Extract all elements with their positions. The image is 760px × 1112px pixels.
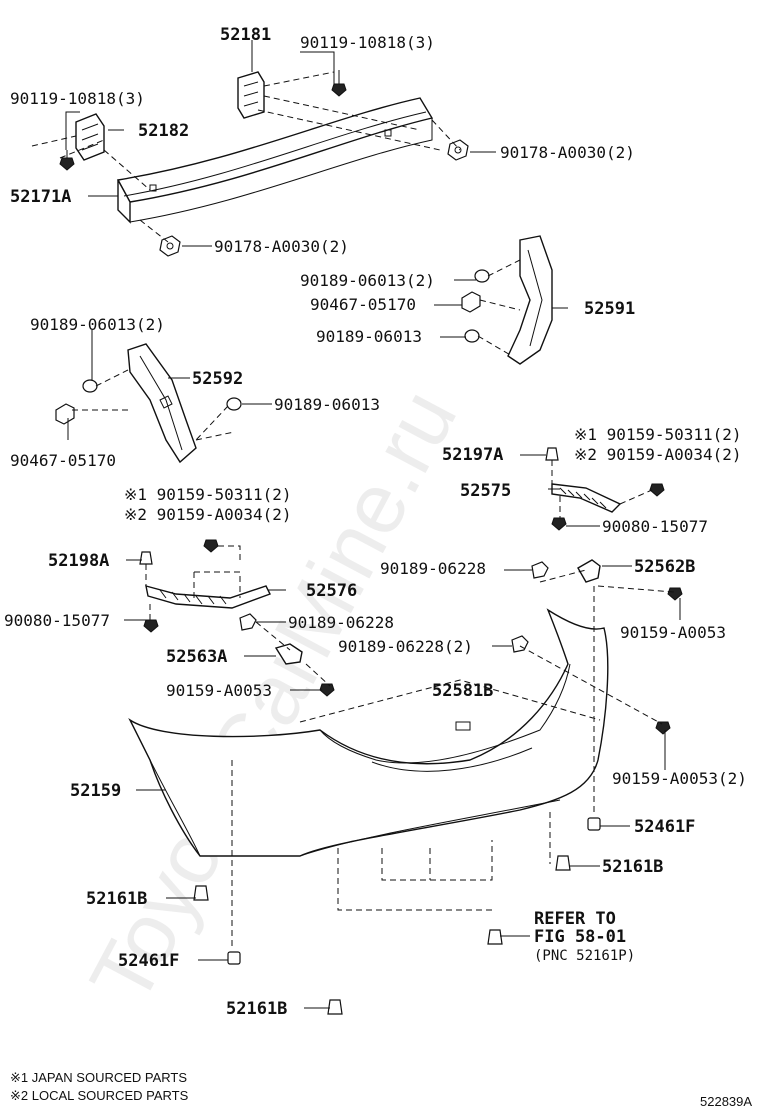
bolt-90119-left [59, 150, 75, 171]
clip-52161B-right [555, 855, 571, 871]
label-52197A: 52197A [442, 445, 503, 465]
label-52159: 52159 [70, 781, 121, 801]
bumper-reinforcement-beam [116, 97, 434, 224]
figure-code: 522839A [700, 1094, 752, 1109]
label-90159-A0053-left: 90159-A0053 [166, 681, 272, 700]
clip-90189-06228-left [239, 613, 257, 631]
label-52592: 52592 [192, 369, 243, 389]
label-90159-50311-left: ※1 90159-50311(2) [124, 485, 292, 504]
rear-bumper-cover [128, 608, 609, 857]
clip-52161B-bottom [327, 999, 343, 1015]
clip-52161P [487, 929, 503, 945]
label-90189-06013-left: 90189-06013 [274, 395, 380, 414]
clip-52197A [545, 447, 559, 461]
refer-line-2: FIG 58-01 [534, 927, 626, 947]
label-52461F-left: 52461F [118, 951, 179, 971]
footnote-japan: ※1 JAPAN SOURCED PARTS [10, 1070, 187, 1085]
assembly-lines-52591 [477, 259, 521, 357]
assembly-lines-upper [31, 71, 461, 243]
label-90119-10818-left: 90119-10818(3) [10, 89, 145, 108]
label-52575: 52575 [460, 481, 511, 501]
clip-90189-06013-left-a [82, 379, 98, 393]
label-90178-A0030-right: 90178-A0030(2) [500, 143, 635, 162]
clip-90189-06013-right-b [464, 329, 480, 343]
clip-52161B-left [193, 885, 209, 901]
refer-line-1: REFER TO [534, 909, 616, 929]
clip-90189-06228-right [531, 561, 549, 579]
clip-90189-06013-right-a [474, 269, 490, 283]
label-90189-06228-2: 90189-06228(2) [338, 637, 473, 656]
side-bracket-52592 [127, 343, 197, 464]
side-bracket-52591 [507, 235, 553, 365]
label-52591: 52591 [584, 299, 635, 319]
label-52171A: 52171A [10, 187, 71, 207]
label-52461F-right: 52461F [634, 817, 695, 837]
label-90159-A0034-left: ※2 90159-A0034(2) [124, 505, 292, 524]
label-52198A: 52198A [48, 551, 109, 571]
bracket-52182 [75, 113, 105, 161]
clip-52198A [139, 551, 153, 565]
clip-90189-06013-left-b [226, 397, 242, 411]
label-90119-10818-upper: 90119-10818(3) [300, 33, 435, 52]
assembly-lines-52576 [145, 545, 241, 620]
screw-90159-left [203, 539, 219, 553]
screw-90159-A0053-left [319, 683, 335, 697]
label-52182: 52182 [138, 121, 189, 141]
watermark-text: ToyotaCarMine.ru [72, 375, 475, 1019]
label-90080-15077-right: 90080-15077 [602, 517, 708, 536]
label-90178-A0030-left: 90178-A0030(2) [214, 237, 349, 256]
label-52581B: 52581B [432, 681, 493, 701]
screw-90159-right [649, 483, 665, 497]
label-90189-06228-left: 90189-06228 [288, 613, 394, 632]
screw-90080-right [551, 517, 567, 531]
clip-90467-right [461, 291, 481, 313]
refer-line-3: (PNC 52161P) [534, 948, 635, 964]
bracket-52562B [577, 559, 601, 583]
nut-90178-left [159, 235, 181, 257]
label-90189-06013-2-right: 90189-06013(2) [300, 271, 435, 290]
label-90159-A0053-right: 90159-A0053 [620, 623, 726, 642]
label-52181: 52181 [220, 25, 271, 45]
retainer-52576 [145, 585, 271, 609]
assembly-lines-bumper [231, 569, 675, 950]
label-52563A: 52563A [166, 647, 227, 667]
screw-90159-A0053-pair [655, 721, 671, 735]
bolt-90119-upper [331, 70, 347, 97]
grommet-52461F-right [587, 817, 601, 831]
label-90189-06228-right: 90189-06228 [380, 559, 486, 578]
assembly-lines-52575 [551, 460, 653, 518]
grommet-52461F-left [227, 951, 241, 965]
label-90080-15077-left: 90080-15077 [4, 611, 110, 630]
screw-90080-left [143, 619, 159, 633]
clip-90467-left [55, 403, 75, 425]
label-90467-05170-right: 90467-05170 [310, 295, 416, 314]
screw-90159-A0053-right [667, 587, 683, 601]
label-90189-06013-2-left: 90189-06013(2) [30, 315, 165, 334]
label-52562B: 52562B [634, 557, 695, 577]
retainer-52575 [551, 483, 622, 513]
footnote-local: ※2 LOCAL SOURCED PARTS [10, 1088, 189, 1103]
label-90159-A0053-2: 90159-A0053(2) [612, 769, 747, 788]
bracket-52181 [237, 71, 265, 119]
label-90159-A0034-right: ※2 90159-A0034(2) [574, 445, 742, 464]
label-52576: 52576 [306, 581, 357, 601]
label-52161B-left: 52161B [86, 889, 147, 909]
label-52161B-bottom: 52161B [226, 999, 287, 1019]
clip-90189-06228-pair [511, 635, 529, 653]
nut-90178-right [447, 139, 469, 161]
label-52161B-right: 52161B [602, 857, 663, 877]
bracket-52563A [274, 643, 303, 665]
label-90159-50311-right: ※1 90159-50311(2) [574, 425, 742, 444]
label-90467-05170-left: 90467-05170 [10, 451, 116, 470]
label-90189-06013-right: 90189-06013 [316, 327, 422, 346]
